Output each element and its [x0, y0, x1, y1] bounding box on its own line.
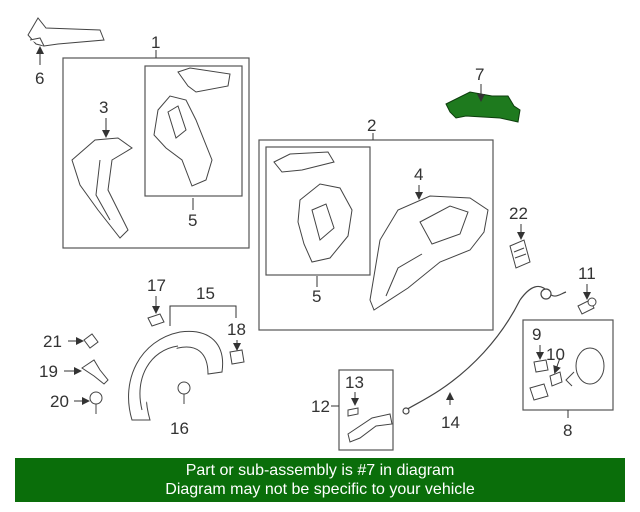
part-13-clip[interactable] [347, 407, 359, 417]
part-8-fuel-door[interactable] [529, 347, 605, 401]
part-21-clip[interactable] [83, 333, 99, 349]
banner-line-1: Part or sub-assembly is #7 in diagram [185, 462, 455, 479]
callout-6: 6 [35, 69, 44, 88]
callout-2: 2 [367, 116, 376, 135]
callout-13: 13 [345, 373, 364, 392]
part-9-grommet[interactable] [533, 359, 549, 373]
callout-4: 4 [414, 165, 423, 184]
part-5-wheelhouse-a[interactable] [153, 67, 231, 187]
part-17-nut[interactable] [147, 313, 165, 327]
part-4-outer-quarter-panel[interactable] [369, 195, 489, 311]
callout-9: 9 [532, 325, 541, 344]
callout-1: 1 [151, 33, 160, 52]
callout-7: 7 [475, 65, 484, 84]
part-11-bolt[interactable] [577, 297, 597, 315]
callout-22: 22 [509, 204, 528, 223]
part-12-lock-actuator[interactable] [347, 413, 393, 443]
callout-16: 16 [170, 419, 189, 438]
part-20-screw[interactable] [89, 391, 103, 414]
part-5-wheelhouse-b[interactable] [273, 151, 353, 263]
callout-15: 15 [196, 284, 215, 303]
part-16-bolt[interactable] [177, 381, 191, 404]
callout-8: 8 [563, 421, 572, 440]
part-3-inner-panel[interactable] [71, 137, 133, 239]
callout-20: 20 [50, 392, 69, 411]
callout-14: 14 [441, 413, 460, 432]
callout-19: 19 [39, 362, 58, 381]
part-16-wheel-liner[interactable] [128, 330, 224, 421]
callout-3: 3 [99, 98, 108, 117]
part-18-clip[interactable] [229, 349, 245, 365]
callout-11: 11 [578, 264, 596, 283]
part-19-bracket[interactable] [81, 359, 109, 385]
callout-21: 21 [43, 332, 62, 351]
callout-5a: 5 [188, 211, 197, 230]
callout-10: 10 [546, 345, 565, 364]
part-6-bracket[interactable] [27, 17, 105, 47]
part-7-highlighted-reinforcement[interactable] [445, 91, 521, 123]
callout-12: 12 [311, 397, 330, 416]
notice-banner: Part or sub-assembly is #7 in diagram Di… [15, 458, 625, 502]
part-14-release-cable[interactable] [402, 285, 567, 415]
callout-18: 18 [227, 320, 246, 339]
callout-5b: 5 [312, 287, 321, 306]
callout-17: 17 [147, 276, 166, 295]
part-22-small-cover[interactable] [509, 239, 531, 269]
banner-line-2: Diagram may not be specific to your vehi… [165, 481, 475, 498]
